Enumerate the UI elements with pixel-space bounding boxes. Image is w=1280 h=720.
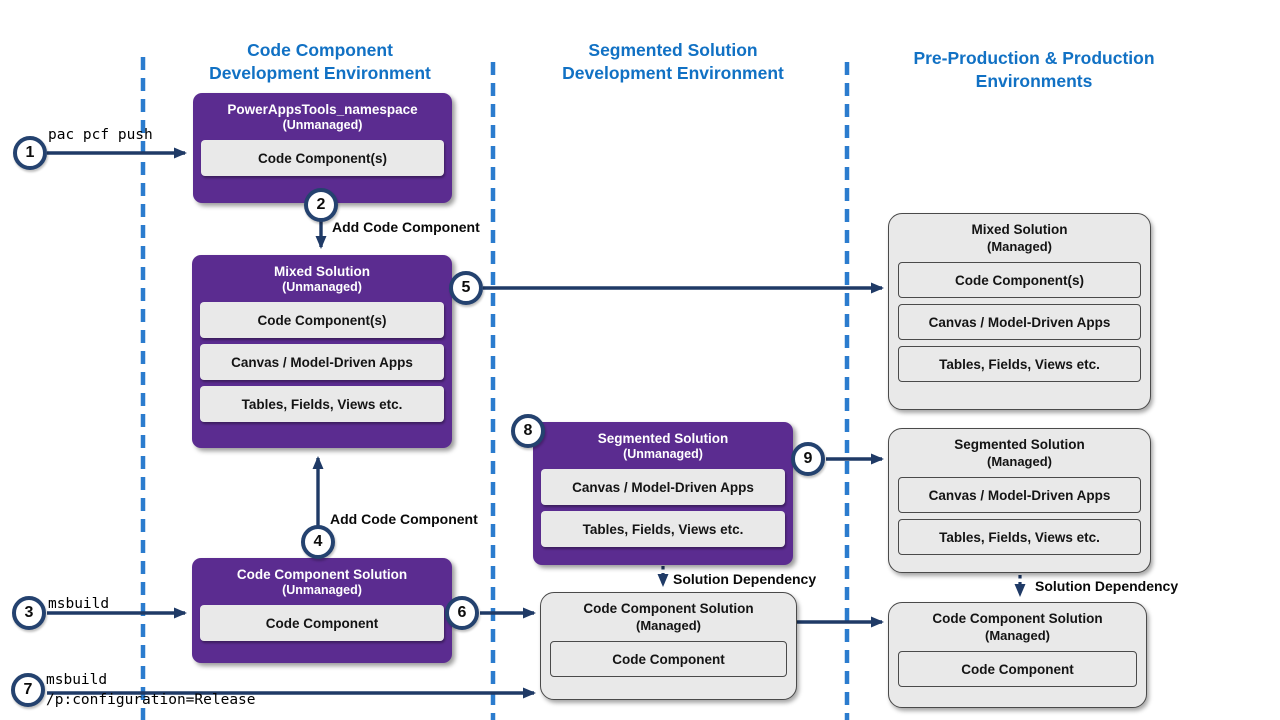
step-circle-1: 1 bbox=[13, 136, 47, 170]
box-subtitle: (Unmanaged) bbox=[282, 118, 363, 132]
step-circle-3: 3 bbox=[12, 596, 46, 630]
box-title: PowerAppsTools_namespace bbox=[227, 102, 418, 117]
label-msbuild: msbuild bbox=[48, 596, 110, 612]
box-rows: Code Component(s) Canvas / Model-Driven … bbox=[200, 302, 444, 422]
box-powerappstools-namespace: PowerAppsTools_namespace (Unmanaged) Cod… bbox=[193, 93, 452, 203]
box-title: Mixed Solution bbox=[971, 222, 1068, 237]
component-item: Code Component bbox=[200, 605, 444, 641]
step-circle-8: 8 bbox=[511, 414, 545, 448]
label-solution-dependency-right: Solution Dependency bbox=[1035, 578, 1179, 594]
box-rows: Canvas / Model-Driven Apps Tables, Field… bbox=[898, 477, 1141, 555]
header-line: Pre-Production & Production bbox=[913, 48, 1155, 68]
box-title: Segmented Solution bbox=[954, 437, 1085, 452]
header-line: Segmented Solution bbox=[588, 40, 758, 60]
box-title: Code Component Solution bbox=[583, 601, 754, 616]
component-item: Code Component(s) bbox=[898, 262, 1141, 298]
box-title: Segmented Solution bbox=[597, 431, 729, 446]
box-rows: Code Component bbox=[898, 651, 1137, 687]
component-item: Canvas / Model-Driven Apps bbox=[541, 469, 785, 505]
box-segmented-solution-managed: Segmented Solution (Managed) Canvas / Mo… bbox=[888, 428, 1151, 573]
box-subtitle: (Managed) bbox=[636, 618, 701, 633]
label-pac-pcf-push: pac pcf push bbox=[48, 127, 153, 143]
component-item: Canvas / Model-Driven Apps bbox=[898, 477, 1141, 513]
step-circle-9: 9 bbox=[791, 442, 825, 476]
header-segmented-dev-env: Segmented Solution Development Environme… bbox=[523, 39, 823, 85]
step-circle-5: 5 bbox=[449, 271, 483, 305]
box-code-component-solution-managed-mid: Code Component Solution (Managed) Code C… bbox=[540, 592, 797, 700]
component-item: Tables, Fields, Views etc. bbox=[898, 519, 1141, 555]
box-rows: Code Component(s) Canvas / Model-Driven … bbox=[898, 262, 1141, 382]
header-line: Environments bbox=[975, 71, 1093, 91]
label-solution-dependency-mid: Solution Dependency bbox=[673, 571, 817, 587]
box-title: Mixed Solution bbox=[274, 264, 370, 279]
header-line: Code Component bbox=[247, 40, 393, 60]
component-item: Tables, Fields, Views etc. bbox=[898, 346, 1141, 382]
component-item: Code Component bbox=[898, 651, 1137, 687]
step-circle-6: 6 bbox=[445, 596, 479, 630]
box-rows: Canvas / Model-Driven Apps Tables, Field… bbox=[541, 469, 785, 547]
step-circle-2: 2 bbox=[304, 188, 338, 222]
box-code-component-solution-managed-right: Code Component Solution (Managed) Code C… bbox=[888, 602, 1147, 708]
box-title: Code Component Solution bbox=[236, 567, 408, 582]
box-rows: Code Component bbox=[200, 605, 444, 641]
box-rows: Code Component(s) bbox=[201, 140, 444, 176]
component-item: Canvas / Model-Driven Apps bbox=[200, 344, 444, 380]
box-segmented-solution-unmanaged: Segmented Solution (Unmanaged) Canvas / … bbox=[533, 422, 793, 565]
box-subtitle: (Unmanaged) bbox=[282, 280, 362, 294]
header-line: Development Environment bbox=[562, 63, 784, 83]
component-item: Code Component(s) bbox=[200, 302, 444, 338]
box-mixed-solution-unmanaged: Mixed Solution (Unmanaged) Code Componen… bbox=[192, 255, 452, 448]
label-add-code-component-top: Add Code Component bbox=[332, 219, 480, 235]
component-item: Tables, Fields, Views etc. bbox=[541, 511, 785, 547]
box-subtitle: (Unmanaged) bbox=[623, 447, 703, 461]
component-item: Canvas / Model-Driven Apps bbox=[898, 304, 1141, 340]
box-code-component-solution-unmanaged: Code Component Solution (Unmanaged) Code… bbox=[192, 558, 452, 663]
label-add-code-component-bottom: Add Code Component bbox=[330, 511, 478, 527]
box-subtitle: (Managed) bbox=[985, 628, 1050, 643]
label-msbuild-release-line2: /p:configuration=Release bbox=[46, 692, 256, 708]
box-title: Code Component Solution bbox=[932, 611, 1103, 626]
step-circle-7: 7 bbox=[11, 673, 45, 707]
component-item: Code Component(s) bbox=[201, 140, 444, 176]
header-line: Development Environment bbox=[209, 63, 431, 83]
label-msbuild-release-line1: msbuild bbox=[46, 672, 108, 688]
component-item: Tables, Fields, Views etc. bbox=[200, 386, 444, 422]
box-mixed-solution-managed: Mixed Solution (Managed) Code Component(… bbox=[888, 213, 1151, 410]
box-subtitle: (Managed) bbox=[987, 239, 1052, 254]
header-code-component-dev-env: Code Component Development Environment bbox=[170, 39, 470, 85]
component-item: Code Component bbox=[550, 641, 787, 677]
step-circle-4: 4 bbox=[301, 525, 335, 559]
box-subtitle: (Unmanaged) bbox=[282, 583, 362, 597]
box-subtitle: (Managed) bbox=[987, 454, 1052, 469]
box-rows: Code Component bbox=[550, 641, 787, 677]
header-preprod-prod-env: Pre-Production & Production Environments bbox=[884, 47, 1184, 93]
